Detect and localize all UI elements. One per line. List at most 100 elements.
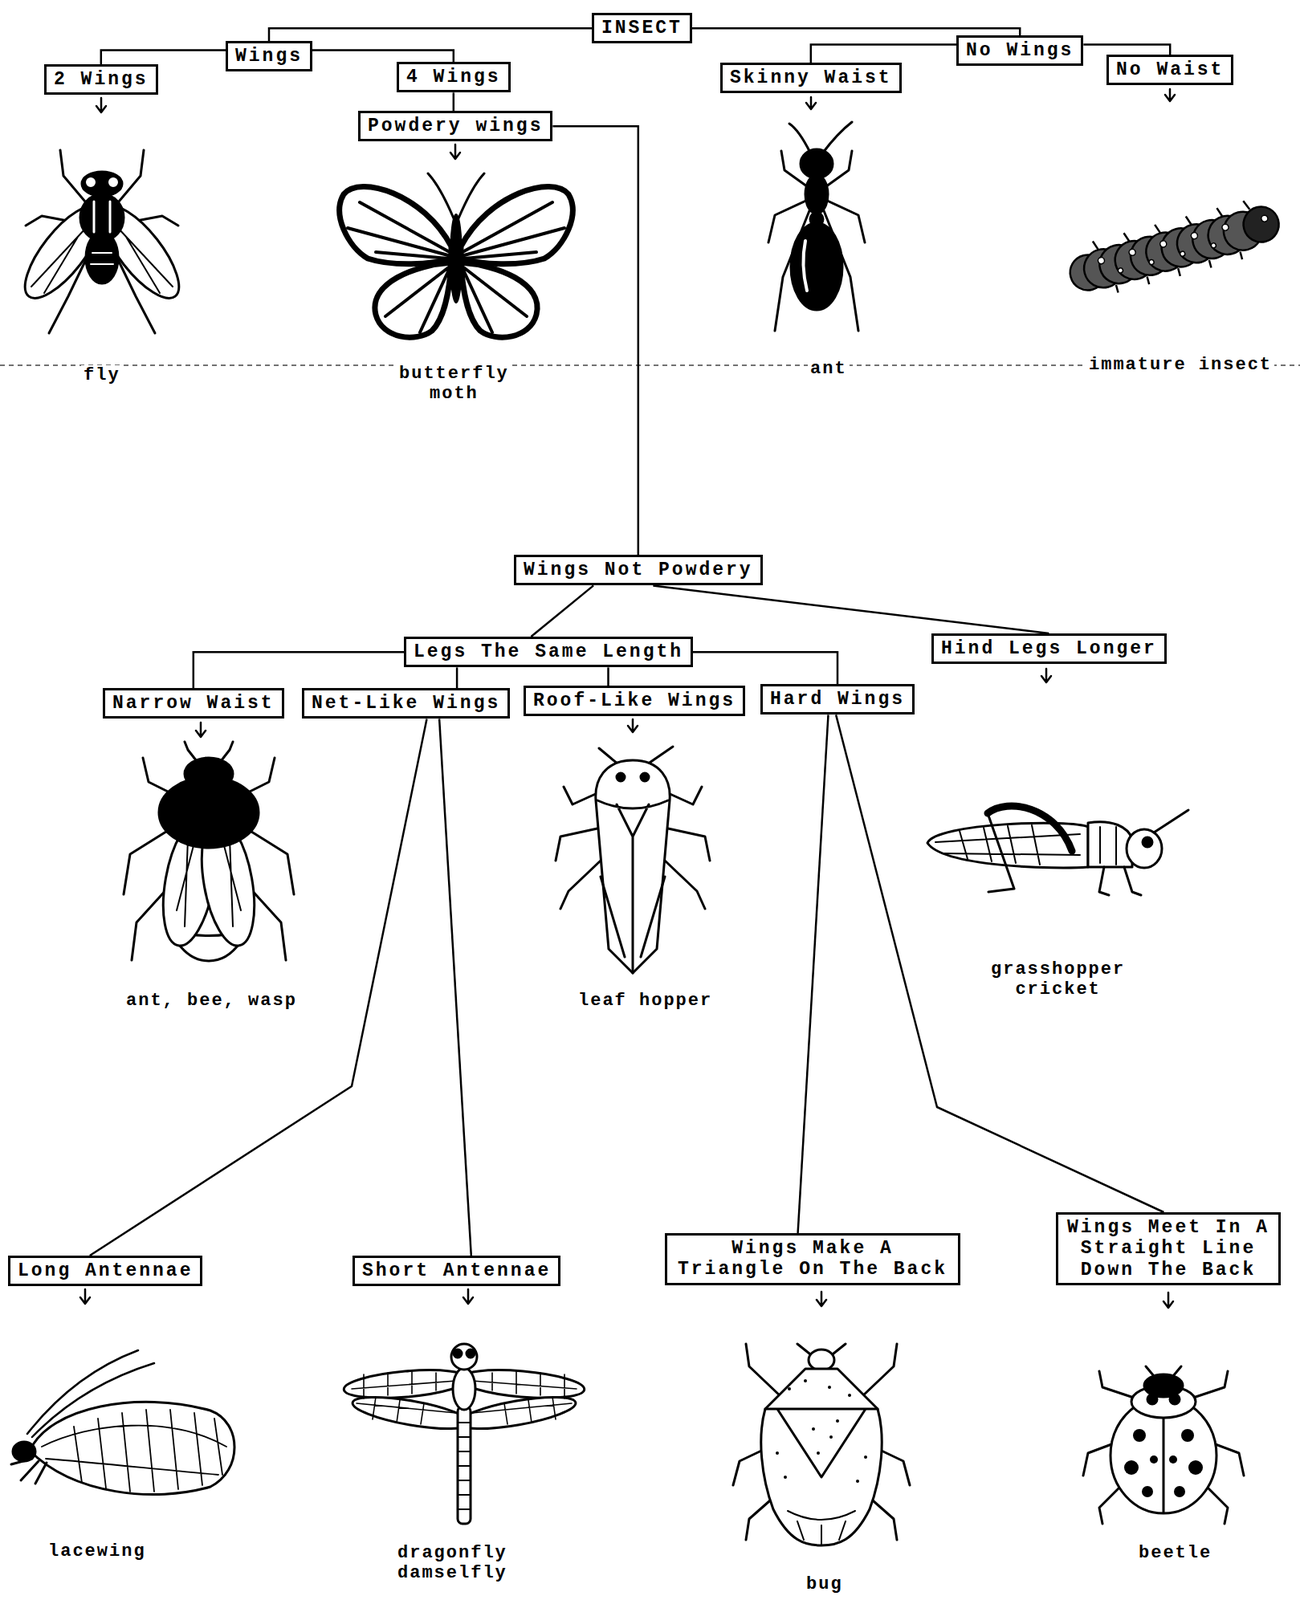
- insect-name: ant: [807, 358, 850, 379]
- beetle-drawing: [1083, 1366, 1244, 1525]
- fly-drawing: [90, 252, 114, 265]
- bug-stipple: [855, 1479, 860, 1484]
- caterpillar-spot: [1159, 240, 1168, 249]
- insect-name: leaf hopper: [575, 990, 715, 1011]
- key-box: Roof-Like Wings: [523, 685, 746, 717]
- branch-line: [456, 667, 459, 689]
- beetle-spot: [1169, 1455, 1178, 1464]
- pointer-arrow: [1041, 668, 1052, 683]
- lacewing-drawing: [29, 1401, 235, 1495]
- dragonfly-drawing: [453, 1349, 462, 1358]
- pointer-arrow: [806, 97, 816, 110]
- insect-name: bug: [803, 1574, 846, 1595]
- branch-line: [268, 28, 592, 41]
- ant-drawing: [802, 240, 807, 291]
- bug-drawing: [765, 1409, 878, 1478]
- branch-line: [452, 92, 456, 111]
- butterfly-wing: [460, 186, 573, 338]
- key-box: Short Antennae: [352, 1255, 561, 1287]
- lacewing-drawing: [11, 1458, 47, 1484]
- bug-drawing: [733, 1344, 910, 1546]
- dragonfly-drawing: [342, 1344, 586, 1525]
- beetle-spot: [1132, 1429, 1146, 1443]
- key-box: No Wings: [956, 35, 1084, 66]
- butterfly-wing: [462, 202, 565, 333]
- bug-stipple: [811, 1427, 816, 1431]
- grasshopper-drawing: [1142, 837, 1153, 848]
- grasshopper-drawing: [987, 813, 1015, 893]
- key-text: Hard Wings: [770, 688, 905, 710]
- insect-name: grasshopper cricket: [988, 959, 1128, 1001]
- key-text: Narrow Waist: [112, 692, 275, 714]
- pointer-arrow: [1163, 1292, 1174, 1309]
- pointer-arrow: [816, 1291, 827, 1307]
- caterpillar-drawing: [1063, 193, 1286, 304]
- key-text: 2 Wings: [53, 69, 149, 90]
- caterpillar-spot: [1097, 256, 1106, 265]
- lacewing-drawing: [11, 1350, 235, 1496]
- bee-drawing: [123, 741, 294, 962]
- lacewing-drawing: [41, 1410, 227, 1492]
- beetle-drawing: [1147, 1394, 1158, 1405]
- ant-drawing: [789, 122, 852, 153]
- insect-name: immature insect: [1086, 354, 1275, 375]
- branch-line: [1083, 44, 1170, 56]
- key-text: Wings Make A Triangle On The Back: [674, 1238, 951, 1281]
- pointer-arrow: [96, 97, 106, 113]
- dragonfly-drawing: [451, 1344, 477, 1370]
- bug-drawing: [761, 1369, 882, 1546]
- key-box: Powdery wings: [358, 110, 553, 142]
- branch-line: [101, 50, 226, 66]
- branch-line: [835, 714, 1164, 1213]
- bug-stipple: [816, 1451, 820, 1455]
- key-box: Skinny Waist: [720, 62, 902, 94]
- key-text: No Wings: [965, 40, 1074, 62]
- dragonfly-drawing: [466, 1349, 475, 1358]
- branch-line: [530, 585, 594, 637]
- leafhopper-drawing: [640, 773, 649, 782]
- butterfly-drawing: [427, 173, 485, 219]
- bug-stipple: [783, 1475, 787, 1480]
- bug-stipple: [803, 1379, 807, 1383]
- key-text: Long Antennae: [17, 1260, 193, 1282]
- key-box: Wings Not Powdery: [513, 554, 763, 586]
- branch-line: [312, 50, 454, 63]
- bug-stipple: [827, 1385, 832, 1390]
- caterpillar-spot: [1148, 259, 1154, 265]
- bug-stipple: [829, 1435, 833, 1439]
- key-box: 4 Wings: [396, 61, 511, 93]
- beetle-drawing: [1099, 1371, 1228, 1398]
- caterpillar-bristle: [1092, 199, 1262, 296]
- pointer-arrow: [1165, 89, 1175, 102]
- caterpillar-spot: [1260, 214, 1269, 223]
- caterpillar-spot: [1221, 223, 1230, 232]
- bug-stipple: [863, 1455, 868, 1459]
- pointer-arrow: [450, 144, 461, 159]
- branch-line: [439, 718, 472, 1256]
- key-box: Wings Make A Triangle On The Back: [664, 1233, 961, 1286]
- key-text: Legs The Same Length: [413, 641, 684, 663]
- key-box: Wings Meet In A Straight Line Down The B…: [1055, 1212, 1281, 1286]
- bug-drawing: [787, 1511, 856, 1545]
- grasshopper-drawing: [1088, 822, 1133, 868]
- pointer-arrow: [195, 722, 206, 738]
- bug-stipple: [835, 1419, 840, 1423]
- fly-drawing: [93, 201, 111, 233]
- insect-name: ant, bee, wasp: [123, 990, 300, 1011]
- key-text: Powdery wings: [367, 115, 543, 137]
- bug-drawing: [808, 1349, 835, 1371]
- beetle-spot: [1124, 1460, 1139, 1476]
- caterpillar-body: [1239, 203, 1284, 247]
- branch-line: [193, 652, 404, 689]
- insect-name: beetle: [1136, 1543, 1215, 1564]
- beetle-spot: [1149, 1455, 1158, 1464]
- ant-drawing: [790, 223, 843, 310]
- pointer-arrow: [463, 1289, 473, 1305]
- butterfly-wing: [339, 186, 452, 338]
- key-text: Wings Not Powdery: [523, 559, 754, 581]
- fly-drawing: [80, 194, 124, 241]
- ant-drawing: [805, 175, 828, 214]
- key-box: 2 Wings: [44, 64, 159, 95]
- beetle-spot: [1141, 1486, 1154, 1498]
- insect-name: butterfly moth: [396, 363, 512, 405]
